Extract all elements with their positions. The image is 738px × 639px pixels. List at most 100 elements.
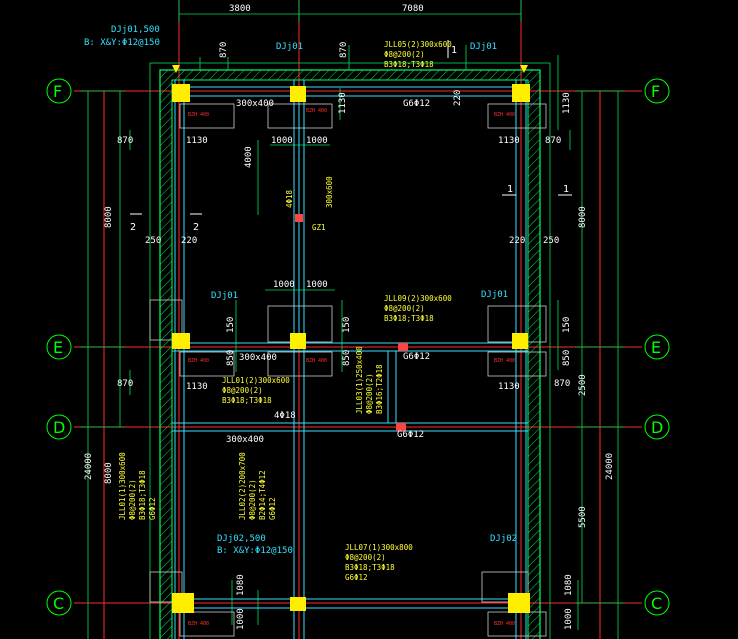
dimension-lines [80, 0, 625, 639]
svg-text:1000: 1000 [236, 608, 246, 630]
dim-span-2: 7080 [402, 4, 424, 14]
svg-text:2500: 2500 [578, 374, 588, 396]
dimension-texts: 1130 1000 1000 1130 870 870 250 220 220 … [117, 99, 570, 445]
svg-text:B2Φ14;T4Φ12: B2Φ14;T4Φ12 [258, 470, 267, 520]
svg-text:G6Φ12: G6Φ12 [345, 573, 368, 582]
column-note: 4Φ18 300x600 [285, 176, 334, 208]
svg-text:BZH 400: BZH 400 [188, 358, 209, 364]
svg-text:1130: 1130 [562, 92, 572, 114]
svg-text:B3Φ16;T2Φ18: B3Φ16;T2Φ18 [375, 364, 384, 414]
axis-label-e-right: E [651, 338, 661, 357]
pad-label-dj02-elev: DJj02,500 [217, 534, 266, 544]
svg-text:BZH 400: BZH 400 [306, 108, 327, 114]
svg-text:870: 870 [117, 136, 133, 146]
svg-text:850: 850 [562, 350, 572, 366]
svg-text:300x400: 300x400 [239, 353, 277, 363]
section-mark-1-left: 1 [507, 184, 513, 195]
column [512, 84, 530, 102]
svg-text:JLL09(2)300x600: JLL09(2)300x600 [384, 294, 452, 303]
svg-text:250: 250 [145, 236, 161, 246]
column [508, 593, 530, 613]
column [290, 333, 306, 349]
column [290, 86, 306, 102]
beam-label-jll01b: JLL01(1)300x600 Φ8@200(2) B3Φ18;T3Φ18 G6… [118, 452, 157, 520]
svg-text:870: 870 [545, 136, 561, 146]
svg-text:220: 220 [509, 236, 525, 246]
svg-text:300x400: 300x400 [236, 99, 274, 109]
pad-label-dj01-el: DJj01 [211, 291, 238, 301]
beam-marker [396, 423, 406, 431]
svg-text:300x600: 300x600 [325, 176, 334, 208]
svg-text:1000: 1000 [271, 136, 293, 146]
svg-text:300x400: 300x400 [226, 435, 264, 445]
svg-text:1000: 1000 [306, 280, 328, 290]
section-mark-2-left: 2 [130, 222, 136, 233]
footing-pads [149, 103, 547, 637]
foundation-beams [172, 80, 528, 639]
red-pad-tags: BZH 400 BZH 400 BZH 400 BZH 400 BZH 400 … [188, 108, 515, 627]
svg-text:JLL03(1)250x400: JLL03(1)250x400 [355, 346, 364, 414]
svg-text:B3Φ18;T3Φ18: B3Φ18;T3Φ18 [384, 60, 434, 69]
svg-text:8000: 8000 [104, 206, 114, 228]
column [512, 333, 528, 349]
column [172, 333, 190, 349]
svg-text:Φ8@200(2): Φ8@200(2) [128, 479, 137, 520]
svg-text:G6Φ12: G6Φ12 [403, 352, 430, 362]
svg-text:B3Φ18;T3Φ18: B3Φ18;T3Φ18 [138, 470, 147, 520]
column [172, 593, 194, 613]
dim-870-b: 870 [339, 42, 349, 58]
svg-text:BZH 400: BZH 400 [494, 621, 515, 627]
column-gz1 [295, 214, 303, 222]
svg-text:B3Φ18;T3Φ18: B3Φ18;T3Φ18 [222, 396, 272, 405]
section-marks [130, 40, 572, 215]
svg-text:BZH 400: BZH 400 [188, 621, 209, 627]
svg-text:G6Φ12: G6Φ12 [268, 497, 277, 520]
pad-label-dj02-bar: B: X&Y:Φ12@150 [217, 546, 293, 556]
svg-text:JLL07(1)300x800: JLL07(1)300x800 [345, 543, 413, 552]
svg-text:1130: 1130 [498, 136, 520, 146]
beam-label-jll05: JLL05(2)300x600 Φ8@200(2) B3Φ18;T3Φ18 [384, 40, 452, 69]
columns [172, 84, 530, 613]
svg-text:870: 870 [117, 379, 133, 389]
svg-text:JLL05(2)300x600: JLL05(2)300x600 [384, 40, 452, 49]
svg-text:24000: 24000 [605, 453, 615, 480]
axis-label-f-right: F [651, 82, 660, 101]
axis-label-d-left: D [53, 418, 65, 437]
svg-text:G6Φ12: G6Φ12 [403, 99, 430, 109]
section-mark-1-right: 1 [563, 184, 569, 195]
pad-label-dj01-er: DJj01 [481, 290, 508, 300]
svg-text:Φ8@200(2): Φ8@200(2) [222, 386, 263, 395]
pad-label-dj01-tr: DJj01 [470, 42, 497, 52]
svg-text:1130: 1130 [186, 382, 208, 392]
pad-label-dj01-top-bar: B: X&Y:Φ12@150 [84, 38, 160, 48]
svg-text:150: 150 [342, 317, 352, 333]
svg-text:150: 150 [226, 317, 236, 333]
svg-text:BZH 400: BZH 400 [188, 112, 209, 118]
svg-text:B3Φ18;T3Φ18: B3Φ18;T3Φ18 [384, 314, 434, 323]
svg-text:220: 220 [453, 90, 463, 106]
dim-span-1: 3800 [229, 4, 251, 14]
axis-label-e-left: E [53, 338, 63, 357]
beam-label-jll02: JLL02(2)200x700 Φ8@200(2) B2Φ14;T4Φ12 G6… [238, 452, 277, 520]
column [172, 84, 190, 102]
svg-text:JLL01(1)300x600: JLL01(1)300x600 [118, 452, 127, 520]
pad-label-dj02-r: DJj02 [490, 534, 517, 544]
axis-label-c-left: C [53, 594, 64, 613]
svg-text:1130: 1130 [186, 136, 208, 146]
svg-text:1000: 1000 [306, 136, 328, 146]
column-label-gz1: GZ1 [312, 223, 326, 232]
svg-text:4Φ18: 4Φ18 [274, 411, 296, 421]
retaining-wall [149, 62, 551, 639]
svg-text:Φ8@200(2): Φ8@200(2) [365, 373, 374, 414]
svg-text:5500: 5500 [578, 506, 588, 528]
section-mark-1-top: 1 [451, 45, 457, 56]
svg-text:1080: 1080 [564, 574, 574, 596]
svg-text:1130: 1130 [498, 382, 520, 392]
svg-text:Φ8@200(2): Φ8@200(2) [248, 479, 257, 520]
svg-text:870: 870 [554, 379, 570, 389]
dim-870-a: 870 [219, 42, 229, 58]
svg-text:8000: 8000 [104, 462, 114, 484]
axis-label-d-right: D [651, 418, 663, 437]
svg-text:220: 220 [181, 236, 197, 246]
